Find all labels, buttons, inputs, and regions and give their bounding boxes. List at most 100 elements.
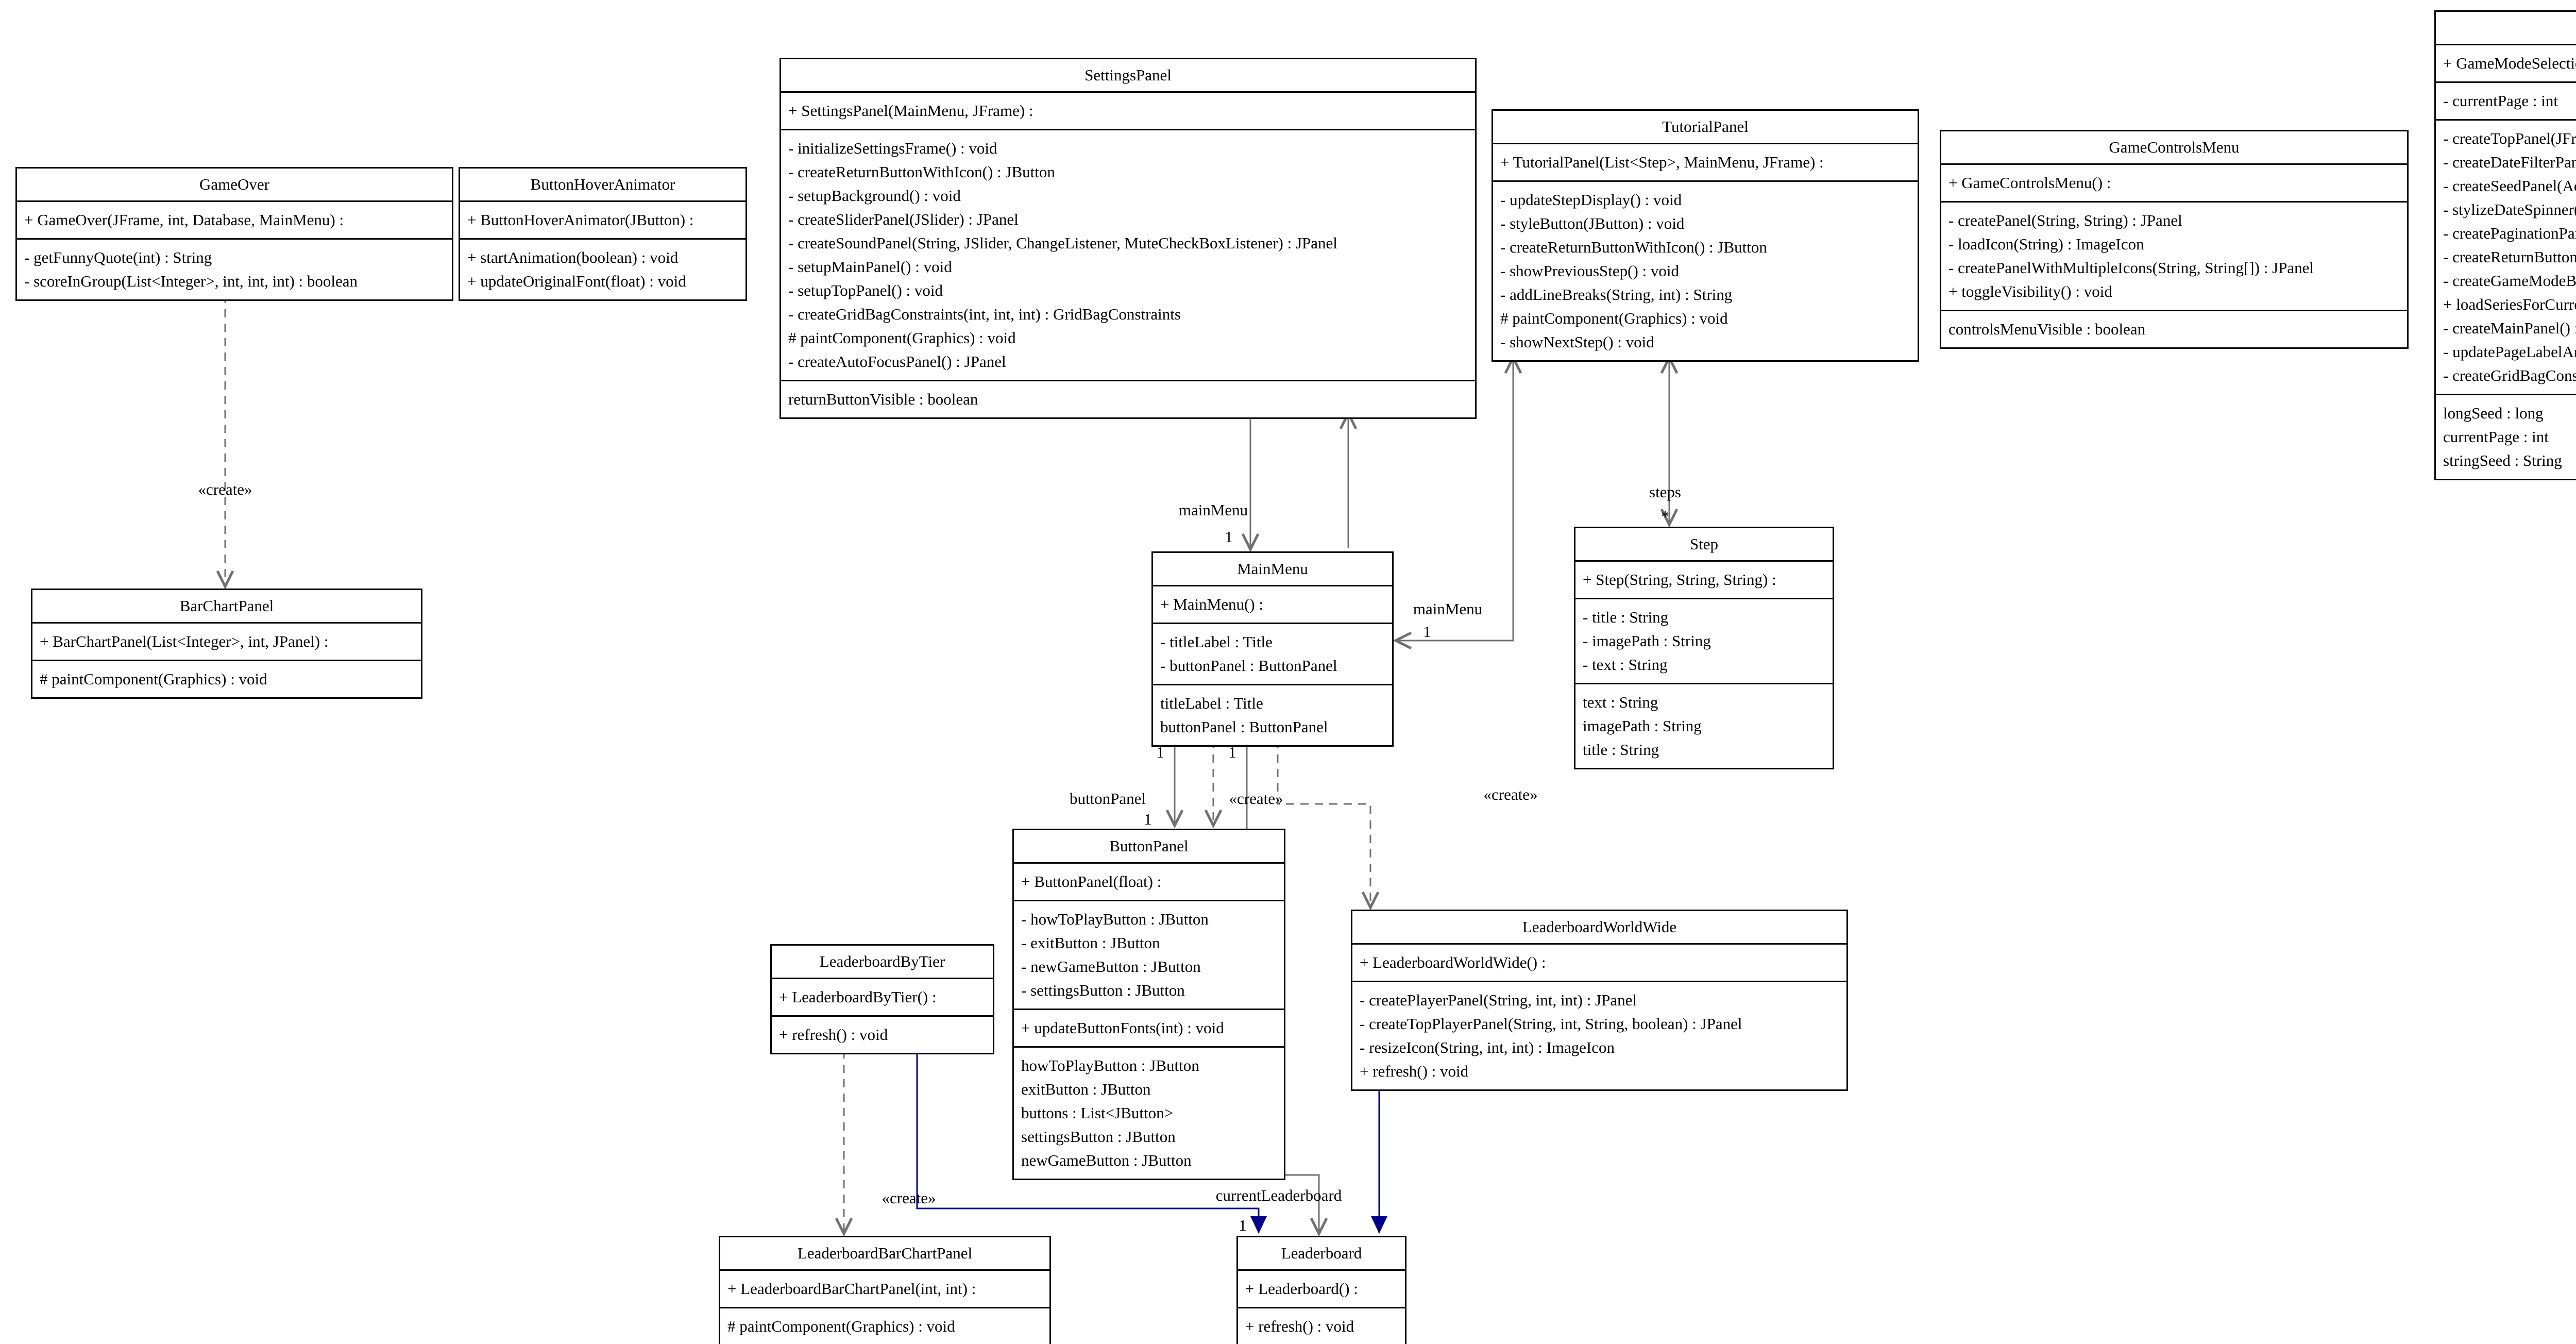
class-member: + LeaderboardWorldWide() : xyxy=(1360,953,1546,971)
class-section: - getFunnyQuote(int) : String- scoreInGr… xyxy=(17,238,452,299)
class-member: imagePath : String xyxy=(1583,717,1702,735)
class-member: + refresh() : void xyxy=(1360,1062,1469,1080)
class-section: + GameModeSelectionPanel(ActionListener,… xyxy=(2436,44,2576,81)
edge-label: * xyxy=(1661,507,1669,525)
class-member: - getFunnyQuote(int) : String xyxy=(24,248,212,266)
class-member: - createPlayerPanel(String, int, int) : … xyxy=(1360,991,1637,1009)
class-title: BarChartPanel xyxy=(179,597,274,615)
class-member: stringSeed : String xyxy=(2443,451,2562,469)
class-member: - createTopPanel(JFrame, MainMenu) : JPa… xyxy=(2443,129,2576,147)
class-section: - title : String- imagePath : String- te… xyxy=(1575,598,1833,683)
class-member: + GameOver(JFrame, int, Database, MainMe… xyxy=(24,211,344,229)
class-member: text : String xyxy=(1583,693,1658,711)
class-box-GameControlsMenu: GameControlsMenu + GameControlsMenu() : - … xyxy=(1940,130,2409,349)
edge-label: 1 xyxy=(1156,743,1164,761)
class-title: GameOver xyxy=(199,175,269,193)
class-member: - showPreviousStep() : void xyxy=(1500,262,1680,280)
class-member: + LeaderboardBarChartPanel(int, int) : xyxy=(727,1280,976,1298)
class-member: - createPanel(String, String) : JPanel xyxy=(1948,211,2182,229)
edge-label: 1 xyxy=(1239,1216,1247,1234)
class-member: - createSoundPanel(String, JSlider, Chan… xyxy=(788,234,1337,252)
class-member: - createGameModeButton(String, ActionLis… xyxy=(2443,272,2576,290)
class-box-GameModeSelectionPanel: GameModeSelectionPanel+ GameModeSelectio… xyxy=(2434,10,2576,480)
edge-label: buttonPanel xyxy=(1070,789,1146,808)
class-member: - createSliderPanel(JSlider) : JPanel xyxy=(788,210,1019,228)
class-section: + GameControlsMenu() : xyxy=(1941,163,2407,201)
class-member: - createPaginationPanel() : JPanel xyxy=(2443,224,2576,242)
class-member: howToPlayButton : JButton xyxy=(1021,1056,1199,1074)
class-section: + LeaderboardByTier() : xyxy=(772,978,993,1015)
class-section: - titleLabel : Title- buttonPanel : Butt… xyxy=(1153,623,1392,684)
class-member: - updateStepDisplay() : void xyxy=(1500,191,1682,209)
class-member: - exitButton : JButton xyxy=(1021,934,1160,952)
class-title: GameControlsMenu xyxy=(2109,138,2240,156)
class-member: buttons : List<JButton> xyxy=(1021,1104,1174,1122)
class-section: + SettingsPanel(MainMenu, JFrame) : xyxy=(781,91,1475,129)
class-member: + Leaderboard() : xyxy=(1245,1280,1358,1298)
class-member: - newGameButton : JButton xyxy=(1021,957,1201,976)
class-member: - title : String xyxy=(1583,608,1669,626)
edge-label: currentLeaderboard xyxy=(1216,1186,1342,1204)
class-member: + ButtonHoverAnimator(JButton) : xyxy=(467,211,694,229)
class-section: - updateStepDisplay() : void- styleButto… xyxy=(1493,180,1918,360)
class-member: - createReturnButtonWithIcon(JFrame, Mai… xyxy=(2443,248,2576,266)
class-member: + GameModeSelectionPanel(ActionListener,… xyxy=(2443,54,2576,72)
class-member: - updatePageLabelAndButtons(int, int) : … xyxy=(2443,343,2576,361)
class-member: - titleLabel : Title xyxy=(1160,633,1273,651)
class-member: - createAutoFocusPanel() : JPanel xyxy=(788,352,1006,371)
class-box-LeaderboardByTier: LeaderboardByTier+ LeaderboardByTier() :… xyxy=(770,944,994,1054)
class-section: - createTopPanel(JFrame, MainMenu) : JPa… xyxy=(2436,119,2576,394)
class-section: + startAnimation(boolean) : void + update… xyxy=(460,238,745,299)
class-section: # paintComponent(Graphics) : void xyxy=(32,660,421,697)
class-member: + updateOriginalFont(float) : void xyxy=(467,272,686,290)
class-member: # paintComponent(Graphics) : void xyxy=(788,329,1016,347)
class-member: + SettingsPanel(MainMenu, JFrame) : xyxy=(788,102,1033,120)
class-member: - createReturnButtonWithIcon() : JButton xyxy=(788,163,1055,181)
class-section: + ButtonHoverAnimator(JButton) : xyxy=(460,200,745,238)
class-box-LeaderboardWorldWide: LeaderboardWorldWide+ LeaderboardWorldWi… xyxy=(1351,910,1848,1091)
edge-label: 1 xyxy=(1423,623,1431,641)
class-member: - createGridBagConstraints(int, int, int… xyxy=(2443,366,2576,384)
class-section: + LeaderboardWorldWide() : xyxy=(1352,943,1846,981)
class-box-SettingsPanel: SettingsPanel+ SettingsPanel(MainMenu, J… xyxy=(779,58,1477,419)
class-box-ButtonHoverAnimator: ButtonHoverAnimator + ButtonHoverAnimator… xyxy=(459,167,747,301)
class-member: + MainMenu() : xyxy=(1160,595,1264,613)
class-member: returnButtonVisible : boolean xyxy=(788,390,978,408)
class-box-Leaderboard: Leaderboard+ Leaderboard() :+ refresh() … xyxy=(1236,1236,1406,1344)
class-box-GameOver: GameOver + GameOver(JFrame, int, Database… xyxy=(15,167,453,301)
class-box-ButtonPanel: ButtonPanel+ ButtonPanel(float) :- howTo… xyxy=(1012,829,1285,1180)
class-member: buttonPanel : ButtonPanel xyxy=(1160,718,1328,736)
class-section: + TutorialPanel(List<Step>, MainMenu, JF… xyxy=(1493,143,1918,180)
class-section: + BarChartPanel(List<Integer>, int, JPan… xyxy=(32,622,421,660)
class-member: - addLineBreaks(String, int) : String xyxy=(1500,285,1733,304)
class-section: returnButtonVisible : boolean xyxy=(781,380,1475,417)
class-member: + refresh() : void xyxy=(1245,1317,1354,1335)
class-member: - showNextStep() : void xyxy=(1500,333,1654,351)
class-title: LeaderboardBarChartPanel xyxy=(797,1244,973,1262)
class-section: - createPanel(String, String) : JPanel- … xyxy=(1941,201,2407,310)
class-member: - createDateFilterPanel() : JPanel xyxy=(2443,153,2576,171)
class-title: Step xyxy=(1689,535,1719,553)
edge-label: 1 xyxy=(1144,810,1152,828)
uml-edge-leaderboardbytier-leaderboard xyxy=(916,1050,1267,1234)
edge-label: «create» xyxy=(882,1189,936,1207)
class-member: # paintComponent(Graphics) : void xyxy=(1500,309,1728,327)
class-title: MainMenu xyxy=(1237,560,1308,578)
class-section: + updateButtonFonts(int) : void xyxy=(1014,1009,1284,1046)
edge-label: «create» xyxy=(1229,789,1283,808)
class-section: + Leaderboard() : xyxy=(1238,1269,1405,1307)
class-member: + BarChartPanel(List<Integer>, int, JPan… xyxy=(40,632,329,650)
class-member: # paintComponent(Graphics) : void xyxy=(727,1317,955,1335)
class-box-TutorialPanel: TutorialPanel+ TutorialPanel(List<Step>,… xyxy=(1492,109,1919,362)
class-member: + startAnimation(boolean) : void xyxy=(467,248,679,266)
class-section: + refresh() : void xyxy=(772,1015,993,1053)
class-member: + GameControlsMenu() : xyxy=(1948,174,2111,192)
edge-label: steps xyxy=(1649,483,1681,501)
class-title: ButtonHoverAnimator xyxy=(530,175,675,193)
class-box-BarChartPanel: BarChartPanel + BarChartPanel(List<Intege… xyxy=(31,589,422,699)
uml-edge-mainmenu-creates-leaderboardworldwide xyxy=(1277,740,1380,911)
